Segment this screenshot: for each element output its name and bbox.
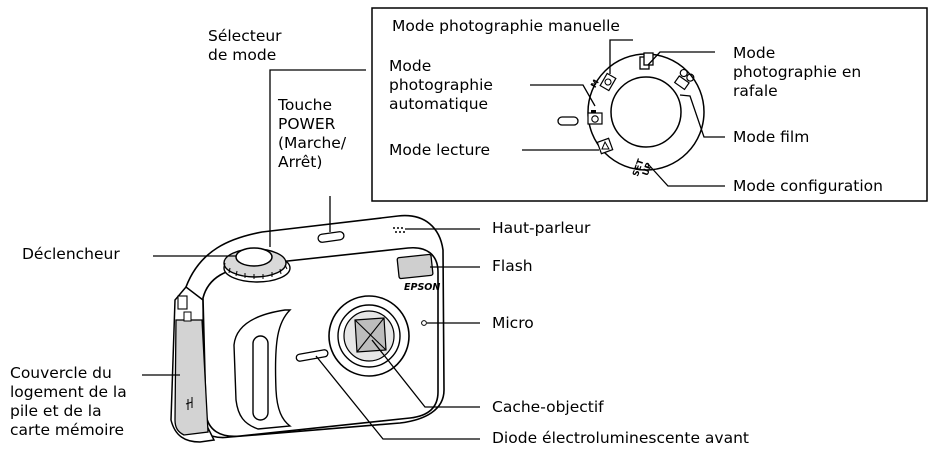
brand-logo: EPSON xyxy=(404,282,440,293)
side-latch xyxy=(183,311,192,322)
label-haut-parleur: Haut-parleur xyxy=(492,219,591,237)
front-led xyxy=(295,349,329,362)
speaker-grille xyxy=(393,227,405,233)
label-flash: Flash xyxy=(492,257,533,275)
camera-manual-icon: M xyxy=(589,72,617,92)
camera-auto-icon xyxy=(587,110,603,125)
grip-slot xyxy=(252,335,269,421)
label-touche-power: Touche POWER (Marche/ Arrêt) xyxy=(278,96,347,171)
inset-label-lecture: Mode lecture xyxy=(389,141,490,159)
inset-label-rafale: Mode photographie en rafale xyxy=(733,44,862,100)
inset-label-configuration: Mode configuration xyxy=(733,177,883,195)
strap-eyelet xyxy=(177,295,188,310)
setup-icon: SET UP xyxy=(631,158,655,178)
lens-assembly xyxy=(328,295,410,377)
power-button xyxy=(317,231,345,243)
movie-icon xyxy=(673,68,695,91)
label-cache-objectif: Cache-objectif xyxy=(492,398,604,416)
inset-leader-lines xyxy=(522,39,725,187)
label-diode: Diode électroluminescente avant xyxy=(492,429,749,447)
inset-label-manuelle: Mode photographie manuelle xyxy=(392,17,620,35)
playback-icon xyxy=(596,137,614,155)
svg-text:UP: UP xyxy=(641,162,655,178)
svg-text:M: M xyxy=(589,78,601,89)
label-selecteur-de-mode: Sélecteur de mode xyxy=(208,27,282,64)
main-leader-lines xyxy=(142,69,480,440)
battery-cover xyxy=(174,319,209,436)
shutter-button xyxy=(235,247,273,267)
label-declencheur: Déclencheur xyxy=(22,245,120,263)
inset-label-film: Mode film xyxy=(733,128,810,146)
microphone-hole xyxy=(421,320,427,326)
inset-label-automatique: Mode photographie automatique xyxy=(389,57,493,113)
flash-window xyxy=(396,253,434,280)
label-couvercle: Couvercle du logement de la pile et de l… xyxy=(10,364,127,439)
label-micro: Micro xyxy=(492,314,534,332)
card-slot-marks xyxy=(185,397,193,410)
